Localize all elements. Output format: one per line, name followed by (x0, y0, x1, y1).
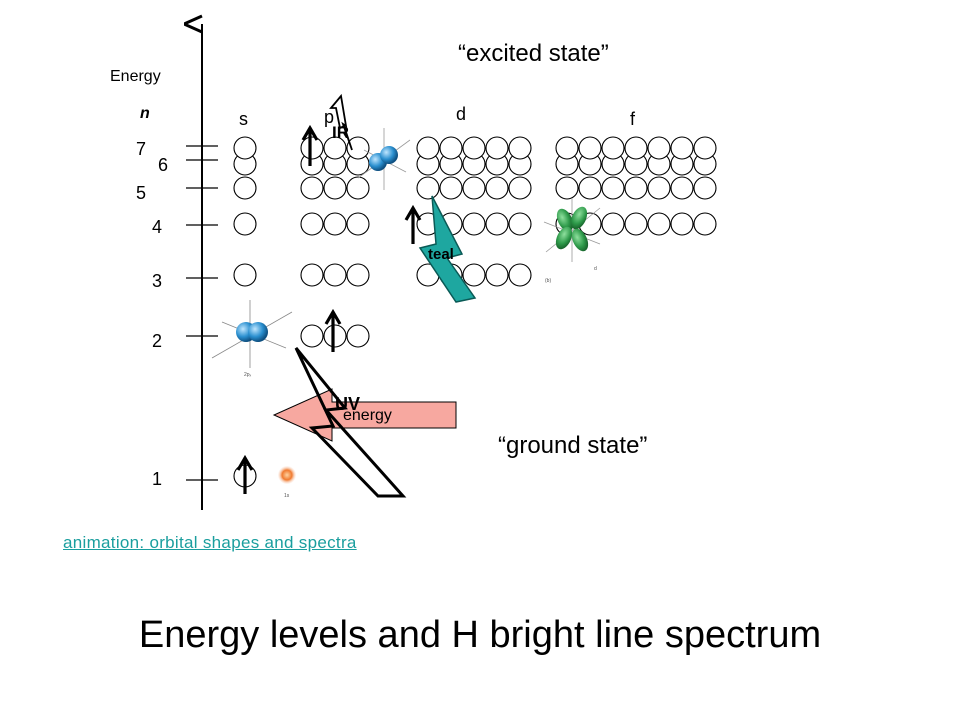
f-orbital-box (693, 176, 717, 200)
level-label-7: 7 (136, 139, 147, 159)
d-orbital-box (485, 176, 509, 200)
p-orbital-box (323, 136, 347, 160)
orbital-animation-link[interactable]: animation: orbital shapes and spectra (63, 533, 357, 552)
p-orbital-box (323, 263, 347, 287)
level-ticks (186, 145, 218, 481)
n-axis-label: n (140, 105, 150, 122)
energy-axis-label: Energy (110, 68, 161, 85)
d-orbital-box (508, 263, 532, 287)
energy-arrow-label: energy (343, 407, 392, 424)
f-orbital-box (555, 176, 579, 200)
p-orbital-box (300, 263, 324, 287)
excited-state-caption: “excited state” (458, 40, 609, 67)
p-orbital-box (323, 212, 347, 236)
ground-state-caption: “ground state” (498, 432, 648, 459)
p-orbital-box (323, 324, 347, 348)
electron-up-arrow-n7 (301, 124, 319, 166)
slide-title: Energy levels and H bright line spectrum (138, 614, 822, 656)
d-orbital-box (508, 212, 532, 236)
ir-lightning-bolt (329, 93, 353, 151)
f-orbital-box (601, 212, 625, 236)
f-orbital-box (601, 136, 625, 160)
f-orbital-box (670, 212, 694, 236)
teal-label: teal (428, 246, 454, 263)
level-label-3: 3 (152, 271, 163, 291)
uv-lightning-bolt (294, 347, 407, 498)
f-orbital-box (578, 136, 602, 160)
p-orbital-box (346, 263, 370, 287)
teal-lightning-bolt (418, 195, 477, 303)
ir-label: IR (332, 123, 349, 142)
electron-arrows (236, 124, 422, 494)
svg-text:2pₓ: 2pₓ (244, 372, 252, 378)
d-orbital-box (439, 176, 463, 200)
uv-label: UV (335, 394, 361, 414)
d-orbital-box (462, 176, 486, 200)
level-label-1: 1 (152, 469, 163, 489)
f-orbital-box (693, 212, 717, 236)
p-orbital-picture-2: 2pₓ (211, 300, 293, 378)
subshell-label-p: p (324, 107, 335, 127)
d-orbital-box (485, 136, 509, 160)
f-orbital-box (624, 212, 648, 236)
p-orbital-box (300, 324, 324, 348)
level-label-6: 6 (158, 155, 169, 175)
d-orbital-picture: (b) d (543, 198, 601, 284)
p-orbital-picture-7 (357, 128, 411, 190)
subshell-label-f: f (630, 109, 636, 129)
subshell-label-s: s (239, 109, 248, 129)
f-orbital-box (693, 136, 717, 160)
p-orbital-box (346, 324, 370, 348)
d-orbital-box (416, 136, 440, 160)
electron-up-arrow-n4 (404, 204, 422, 244)
f-orbital-box (647, 212, 671, 236)
f-orbital-box (578, 176, 602, 200)
f-orbital-box (624, 176, 648, 200)
svg-text:d: d (594, 266, 597, 272)
f-orbital-box (670, 136, 694, 160)
d-orbital-box (462, 263, 486, 287)
f-orbital-box (555, 136, 579, 160)
f-orbital-box (647, 136, 671, 160)
s-orbital-box (233, 263, 257, 287)
electron-up-arrow-n2 (324, 308, 342, 352)
d-orbital-box (439, 136, 463, 160)
svg-text:(b): (b) (545, 278, 551, 284)
f-orbital-box (601, 176, 625, 200)
level-label-5: 5 (136, 183, 147, 203)
f-orbital-box (670, 176, 694, 200)
p-orbital-box (346, 212, 370, 236)
d-orbital-box (485, 263, 509, 287)
p-orbital-box (300, 212, 324, 236)
level-label-2: 2 (152, 331, 163, 351)
s-orbital-box (233, 136, 257, 160)
electron-up-arrow-n1 (236, 454, 254, 494)
level-label-4: 4 (152, 217, 163, 237)
d-orbital-box (485, 212, 509, 236)
s-orbital-box (233, 212, 257, 236)
p-orbital-box (323, 176, 347, 200)
d-orbital-box (462, 212, 486, 236)
svg-text:1s: 1s (284, 493, 290, 499)
s-orbital-box (233, 176, 257, 200)
subshell-label-d: d (456, 104, 467, 124)
p-orbital-box (346, 176, 370, 200)
d-orbital-box (508, 136, 532, 160)
d-orbital-box (462, 136, 486, 160)
f-orbital-box (647, 176, 671, 200)
p-orbital-box (346, 136, 370, 160)
p-orbital-box (300, 176, 324, 200)
d-orbital-box (508, 176, 532, 200)
s-orbital-picture: 1s (278, 466, 296, 499)
f-orbital-box (624, 136, 648, 160)
p-orbital-box (300, 136, 324, 160)
d-orbital-box (416, 176, 440, 200)
